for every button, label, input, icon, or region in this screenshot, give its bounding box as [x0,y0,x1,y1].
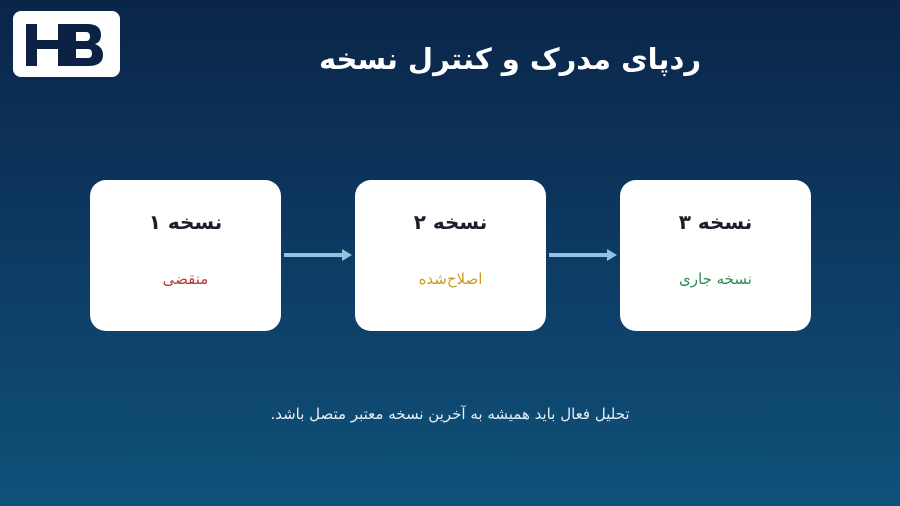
version-card-1: نسخه ۱ منقضی [90,180,281,331]
version-label: نسخه ۱ [148,210,223,234]
page-title: ردپای مدرک و کنترل نسخه [318,42,702,76]
version-card-3: نسخه ۳ نسخه جاری [620,180,811,331]
version-status: منقضی [162,270,209,288]
footer-note: تحلیل فعال باید همیشه به آخرین نسخه معتب… [270,405,630,423]
version-label: نسخه ۲ [413,210,488,234]
version-label: نسخه ۳ [678,210,753,234]
version-card-2: نسخه ۲ اصلاح‌شده [355,180,546,331]
version-status: اصلاح‌شده [418,270,483,288]
arrow-right-icon [284,249,352,261]
arrow-right-icon [549,249,617,261]
version-status: نسخه جاری [679,270,752,288]
logo-mark [26,24,103,66]
logo [13,11,120,77]
